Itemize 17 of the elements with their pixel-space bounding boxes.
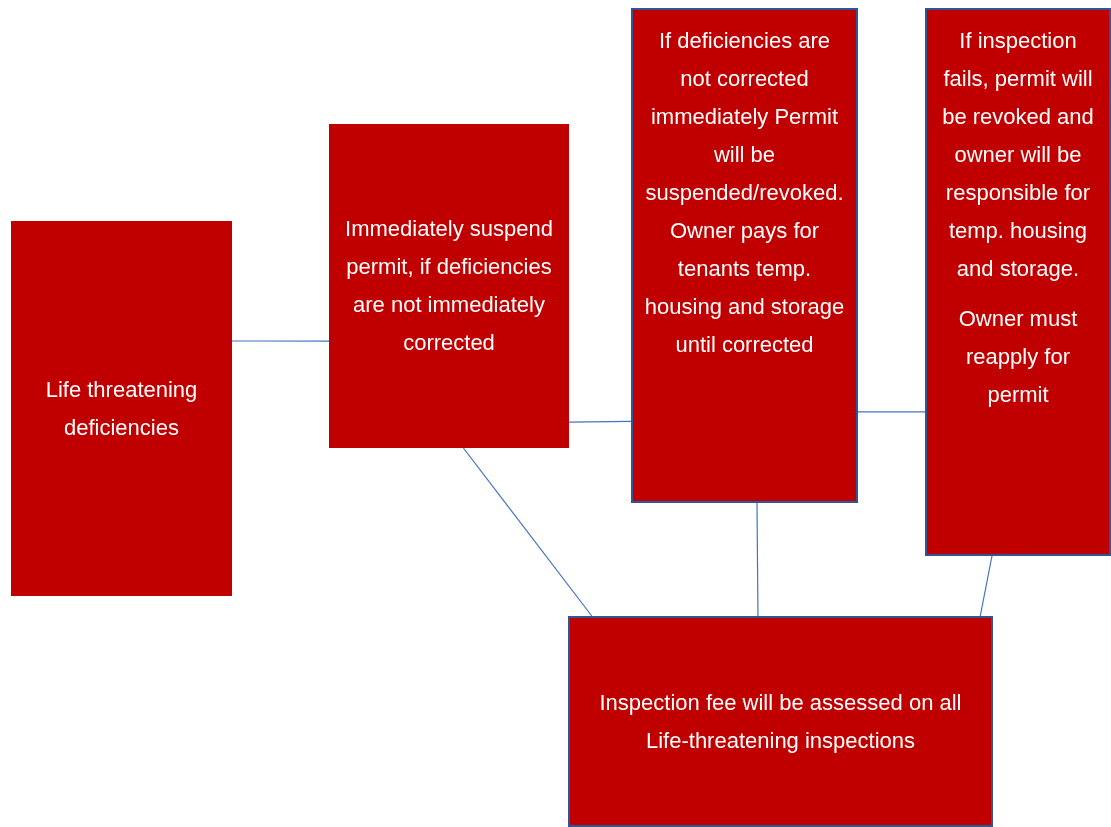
connector-line	[231, 340, 330, 342]
process-box	[925, 8, 1111, 556]
box-text: Life threatening deficiencies	[44, 375, 199, 442]
process-box	[631, 8, 858, 503]
box-text: Owner must reapply for permit	[957, 305, 1079, 409]
connector-line	[756, 502, 759, 617]
box-text: Inspection fee will be assessed on all Life-threatening inspections	[598, 688, 963, 755]
process-box	[329, 124, 569, 448]
connector-line	[462, 447, 593, 617]
connector-line	[857, 411, 926, 413]
box-text: Immediately suspend permit, if deficiencies are not immediately corrected	[344, 215, 554, 357]
connector-line	[568, 420, 632, 423]
box-text: If deficiencies are not corrected immediately Permit will be suspended/revoked. Owner pays for tenants temp. housing and storage until corrected	[643, 27, 846, 359]
process-box	[11, 221, 232, 596]
box-text: If inspection fails, permit will be revoked and owner will be responsible for temp. housing and storage.	[941, 27, 1095, 283]
connector-line	[979, 555, 993, 617]
process-box	[568, 616, 993, 827]
